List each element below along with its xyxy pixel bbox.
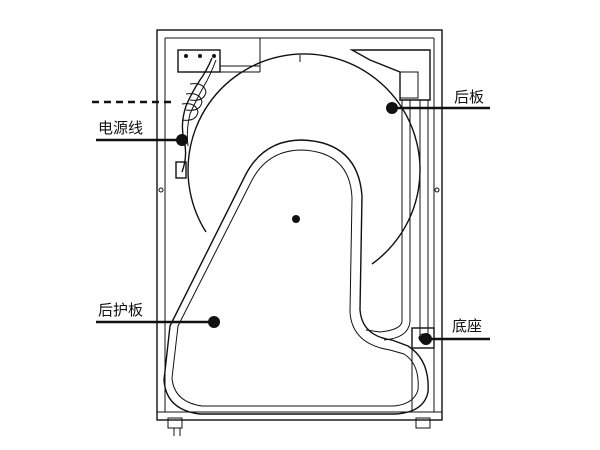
drum-outline bbox=[187, 53, 421, 265]
label-power-cord: 电源线 bbox=[98, 119, 143, 137]
center-hub-dot bbox=[292, 215, 300, 223]
label-back-panel: 后板 bbox=[454, 88, 484, 106]
callout-power-cord: 电源线 bbox=[96, 119, 188, 146]
callout-dot bbox=[176, 134, 188, 146]
callout-dot bbox=[420, 333, 432, 345]
callout-dot bbox=[208, 316, 220, 328]
callout-back-panel: 后板 bbox=[386, 88, 490, 114]
top-connector-panel bbox=[177, 38, 301, 73]
power-cord bbox=[175, 57, 217, 179]
label-base: 底座 bbox=[452, 317, 482, 335]
callout-base: 底座 bbox=[420, 317, 490, 345]
callout-rear-guard: 后护板 bbox=[96, 301, 220, 328]
label-rear-guard: 后护板 bbox=[98, 301, 143, 319]
duct-bracket bbox=[349, 49, 431, 101]
callout-dot bbox=[386, 102, 398, 114]
rear-guard-panel bbox=[163, 139, 429, 415]
cabinet bbox=[156, 29, 443, 436]
vertical-pipe bbox=[365, 100, 429, 341]
